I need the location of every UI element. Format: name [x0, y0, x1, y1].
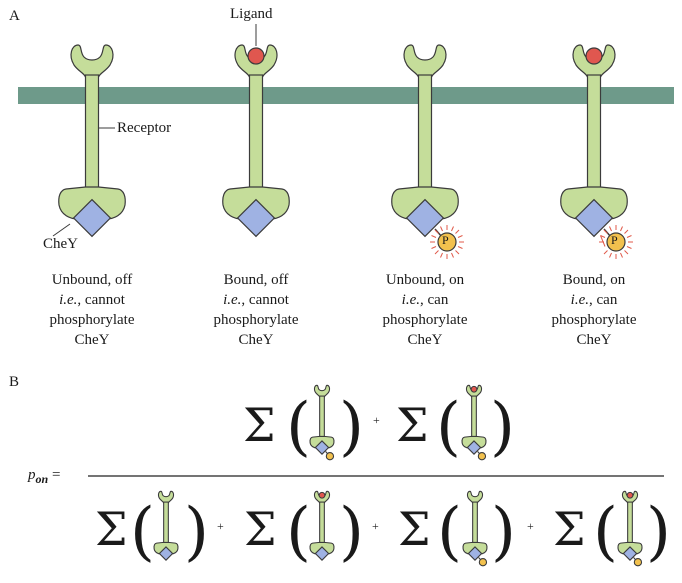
caption-line: CheY: [238, 332, 274, 348]
caption-unbound-on: Unbound, on i.e., can phosphorylate CheY: [350, 270, 500, 350]
phosphate-letter-3: P: [442, 233, 449, 247]
ligand-label: Ligand: [230, 6, 273, 22]
caption-ie: i.e.: [401, 292, 420, 308]
caption-unbound-off: Unbound, off i.e., cannot phosphorylate …: [17, 270, 167, 350]
mini-receptor-bound-on: [461, 384, 487, 461]
chey-label: CheY: [43, 236, 78, 252]
plus-sign: +: [217, 519, 224, 533]
mini-receptor-unbound-on: [309, 384, 335, 461]
mini-receptor-bound-off: [309, 490, 335, 561]
receptor-2: [222, 44, 290, 238]
plus-sign: +: [527, 519, 534, 533]
chey-diamond-1: [72, 198, 112, 238]
paren-close: ): [339, 390, 364, 464]
plus-sign: +: [373, 413, 380, 427]
caption-line: Unbound, on: [385, 272, 465, 288]
caption-ie: i.e.: [223, 292, 242, 308]
mini-receptor-unbound-off: [153, 490, 179, 561]
receptor-3: [391, 44, 464, 259]
p-symbol: p: [28, 467, 36, 483]
sigma-num-1: Σ: [243, 398, 276, 452]
svg-text:): ): [646, 495, 671, 569]
caption-ie: i.e.: [59, 292, 78, 308]
svg-text:): ): [184, 495, 209, 569]
caption-line: Bound, on: [562, 272, 626, 288]
sigma-den-1: Σ: [95, 502, 128, 556]
phosphate-ball-3: [437, 232, 457, 252]
caption-line: phosphorylate: [551, 312, 637, 328]
svg-text:): ): [490, 390, 515, 464]
svg-text:(: (: [436, 390, 461, 464]
sigma-num-2: Σ: [396, 398, 429, 452]
caption-line: CheY: [407, 332, 443, 348]
svg-text:): ): [339, 495, 364, 569]
on-subscript: on: [35, 472, 49, 486]
caption-line: , cannot: [241, 292, 289, 308]
receptor-4: [560, 44, 633, 259]
caption-line: phosphorylate: [213, 312, 299, 328]
mini-receptor-bound-on-den: [617, 490, 643, 567]
ligand-ball: [247, 47, 265, 65]
phosphate-letter-4: P: [611, 233, 618, 247]
mini-receptor-unbound-on-den: [462, 490, 488, 567]
svg-text:(: (: [437, 495, 462, 569]
receptor-label: Receptor: [117, 120, 172, 136]
sigma-den-4: Σ: [553, 502, 586, 556]
svg-text:(: (: [130, 495, 155, 569]
membrane-band: [18, 87, 674, 104]
p-on-symbol: pon =: [28, 467, 60, 487]
svg-text:(: (: [593, 495, 618, 569]
caption-line: Unbound, off: [51, 272, 133, 288]
receptor-1: [58, 44, 126, 238]
caption-line: CheY: [74, 332, 110, 348]
caption-ie: i.e.: [570, 292, 589, 308]
caption-line: , can: [589, 292, 618, 308]
sigma-den-2: Σ: [244, 502, 277, 556]
chey-leader: [52, 223, 71, 237]
svg-text:(: (: [286, 495, 311, 569]
plus-sign: +: [372, 519, 379, 533]
panel-b-label: B: [9, 374, 20, 390]
caption-line: CheY: [576, 332, 612, 348]
svg-text:): ): [491, 495, 516, 569]
caption-line: , cannot: [77, 292, 125, 308]
caption-line: phosphorylate: [49, 312, 135, 328]
caption-bound-on: Bound, on i.e., can phosphorylate CheY: [519, 270, 669, 350]
caption-line: phosphorylate: [382, 312, 468, 328]
caption-line: , can: [420, 292, 449, 308]
panel-a-label: A: [9, 8, 20, 24]
caption-line: Bound, off: [223, 272, 289, 288]
caption-bound-off: Bound, off i.e., cannot phosphorylate Ch…: [181, 270, 331, 350]
sigma-den-3: Σ: [398, 502, 431, 556]
equals-sign: =: [51, 467, 61, 483]
paren-open: (: [286, 390, 311, 464]
